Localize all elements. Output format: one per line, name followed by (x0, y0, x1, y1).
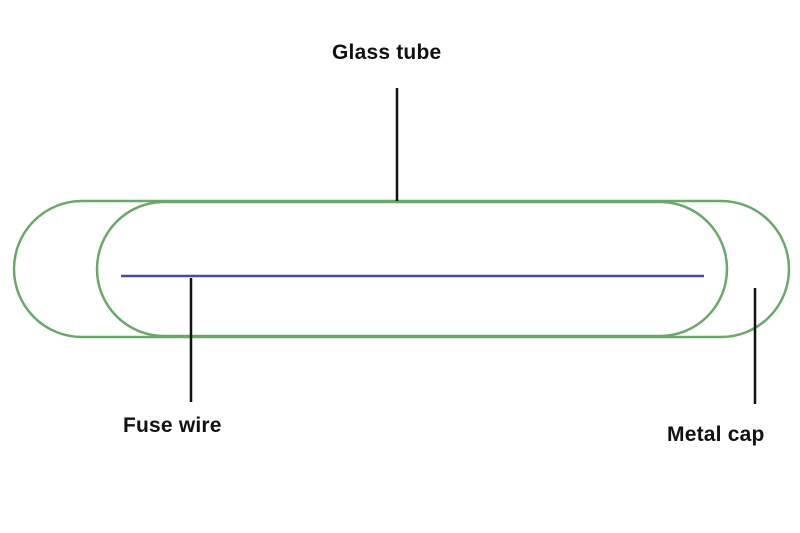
fuse-wire-label: Fuse wire (123, 414, 222, 437)
glass-tube-outline (95, 200, 729, 338)
glass-tube-label: Glass tube (332, 41, 442, 64)
metal-cap-label: Metal cap (667, 423, 765, 446)
